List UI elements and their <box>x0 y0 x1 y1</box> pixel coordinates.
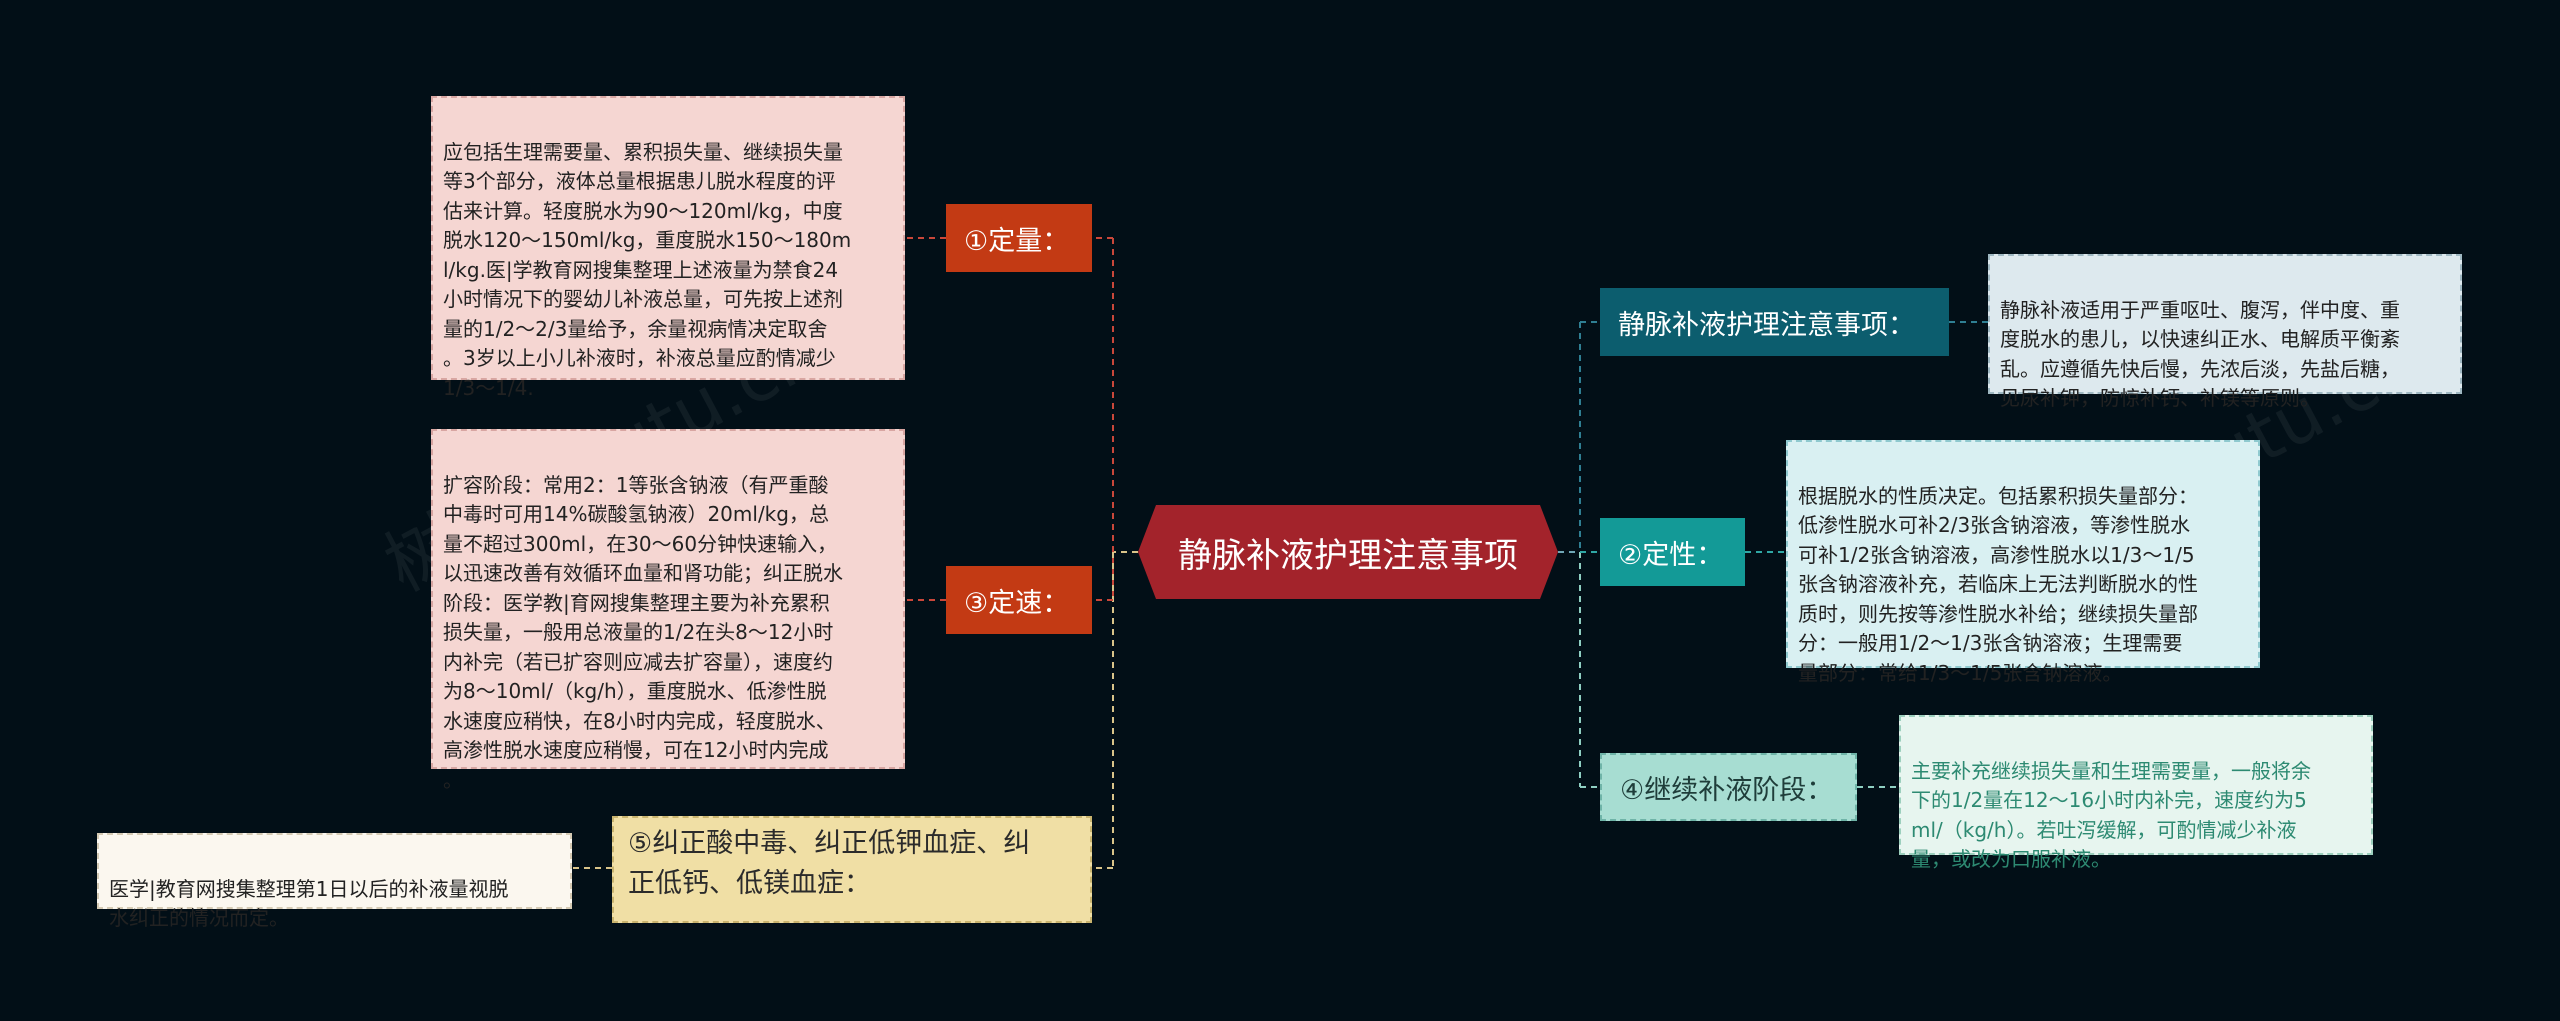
detail-speed[interactable]: 扩容阶段：常用2：1等张含钠液（有严重酸 中毒时可用14%碳酸氢钠液）20ml/… <box>431 429 905 792</box>
detail-continue[interactable]: 主要补充继续损失量和生理需要量，一般将余 下的1/2量在12～16小时内补完，速… <box>1899 715 2373 871</box>
detail-correct[interactable]: 医学|教育网搜集整理第1日以后的补液量视脱 水纠正的情况而定。 <box>97 833 572 930</box>
topic-quantity[interactable]: ①定量： <box>946 204 1092 272</box>
topic-nature-label: ②定性： <box>1618 539 1724 571</box>
topic-nature[interactable]: ②定性： <box>1600 518 1745 586</box>
topic-speed-label: ③定速： <box>964 587 1070 619</box>
topic-correct-label: ⑤纠正酸中毒、纠正低钾血症、纠 正低钙、低镁血症： <box>628 828 1031 899</box>
topic-speed[interactable]: ③定速： <box>946 566 1092 634</box>
topic-continue[interactable]: ④继续补液阶段： <box>1600 753 1857 821</box>
detail-correct-text: 医学|教育网搜集整理第1日以后的补液量视脱 水纠正的情况而定。 <box>109 876 509 931</box>
topic-continue-label: ④继续补液阶段： <box>1620 774 1834 806</box>
detail-speed-text: 扩容阶段：常用2：1等张含钠液（有严重酸 中毒时可用14%碳酸氢钠液）20ml/… <box>443 472 843 792</box>
topic-correct[interactable]: ⑤纠正酸中毒、纠正低钾血症、纠 正低钙、低镁血症： <box>612 816 1092 923</box>
detail-continue-text: 主要补充继续损失量和生理需要量，一般将余 下的1/2量在12～16小时内补完，速… <box>1911 758 2311 872</box>
detail-quantity-text: 应包括生理需要量、累积损失量、继续损失量 等3个部分，液体总量根据患儿脱水程度的… <box>443 139 852 400</box>
detail-quantity[interactable]: 应包括生理需要量、累积损失量、继续损失量 等3个部分，液体总量根据患儿脱水程度的… <box>431 96 905 400</box>
root-topic[interactable]: 静脉补液护理注意事项 <box>1138 505 1558 599</box>
detail-nature-text: 根据脱水的性质决定。包括累积损失量部分： 低渗性脱水可补2/3张含钠溶液，等渗性… <box>1798 483 2198 685</box>
topic-notes[interactable]: 静脉补液护理注意事项： <box>1600 288 1949 356</box>
detail-nature[interactable]: 根据脱水的性质决定。包括累积损失量部分： 低渗性脱水可补2/3张含钠溶液，等渗性… <box>1786 440 2260 685</box>
detail-notes-text: 静脉补液适用于严重呕吐、腹泻，伴中度、重 度脱水的患儿，以快速纠正水、电解质平衡… <box>2000 297 2400 411</box>
topic-notes-label: 静脉补液护理注意事项： <box>1618 309 1915 341</box>
detail-notes[interactable]: 静脉补液适用于严重呕吐、腹泻，伴中度、重 度脱水的患儿，以快速纠正水、电解质平衡… <box>1988 254 2462 410</box>
topic-quantity-label: ①定量： <box>964 225 1070 257</box>
root-topic-label: 静脉补液护理注意事项 <box>1178 535 1518 576</box>
